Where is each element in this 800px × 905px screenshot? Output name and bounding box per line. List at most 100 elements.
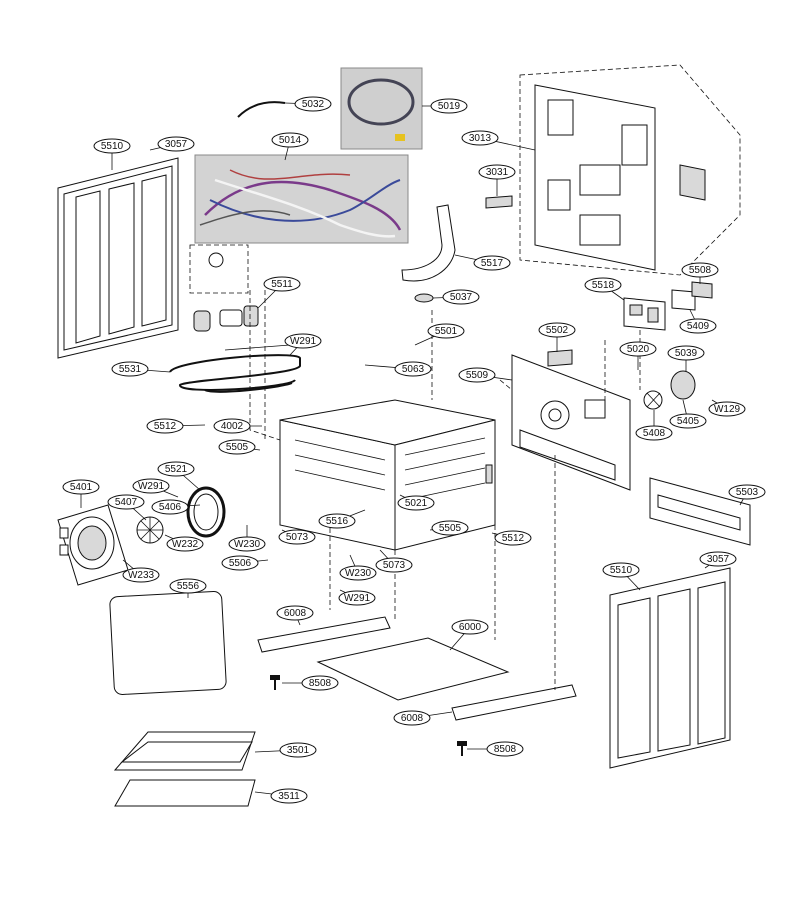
part-label-5531: 5531 [111,361,149,377]
side-panel-left-5510 [57,157,179,359]
part-label-5021: 5021 [397,495,435,511]
part-number-text: W291 [290,336,317,347]
part-number-text: 5406 [159,502,182,513]
part-label-5505: 5505 [218,439,256,455]
part-label-6008: 6008 [276,605,314,621]
part-number-text: 5502 [546,325,569,336]
rear-bracket-5503 [649,477,751,546]
fan-cover-5401 [57,504,129,586]
part-number-text: 4002 [221,421,244,432]
part-label-5505: 5505 [431,520,469,536]
part-label-5405: 5405 [669,413,707,429]
part-label-5032: 5032 [294,96,332,112]
part-label-w233: W233 [122,567,160,583]
part-number-text: 5509 [466,370,489,381]
part-number-text: 5501 [435,326,458,337]
part-label-w230: W230 [228,536,266,552]
part-number-text: 5508 [689,265,712,276]
part-label-w291: W291 [338,590,376,606]
part-number-text: 5512 [502,533,525,544]
convection-element-5521 [186,486,226,538]
part-label-5510: 5510 [93,138,131,154]
part-label-6008: 6008 [393,710,431,726]
part-label-5073: 5073 [278,529,316,545]
part-label-5517: 5517 [473,255,511,271]
part-number-text: 5556 [177,581,200,592]
convection-motor-5039 [643,370,696,410]
oven-cavity [279,399,496,551]
part-number-text: 8508 [309,678,332,689]
part-number-text: 5517 [481,258,504,269]
part-number-text: 5409 [687,321,710,332]
part-label-4002: 4002 [213,418,251,434]
broil-element-5531 [169,344,301,393]
rail-6008-lower [451,684,577,721]
part-number-text: 5521 [165,464,188,475]
part-label-6000: 6000 [451,619,489,635]
bottom-panel-6000 [316,637,510,701]
part-label-5516: 5516 [318,513,356,529]
part-label-5503: 5503 [728,484,766,500]
part-number-text: 5510 [101,141,124,152]
part-number-text: 5505 [226,442,249,453]
part-label-3013: 3013 [461,130,499,146]
part-label-5518: 5518 [584,277,622,293]
part-number-text: 5401 [70,482,93,493]
part-label-8508: 8508 [486,741,524,757]
part-number-text: 5506 [229,558,252,569]
rear-panel-3013 [519,64,741,276]
part-label-5556: 5556 [169,578,207,594]
part-label-5408: 5408 [635,425,673,441]
wire-photo-5019 [340,67,423,150]
part-number-text: 5019 [438,101,461,112]
part-label-5401: 5401 [62,479,100,495]
part-label-w230: W230 [339,565,377,581]
part-number-text: 8508 [494,744,517,755]
part-label-5502: 5502 [538,322,576,338]
part-number-text: 5032 [302,99,325,110]
part-label-3511: 3511 [270,788,308,804]
part-label-w291: W291 [132,478,170,494]
part-number-text: W129 [714,404,741,415]
part-label-5014: 5014 [271,132,309,148]
part-number-text: W291 [344,593,371,604]
part-number-text: W230 [345,568,372,579]
rail-6008-upper [257,616,391,653]
part-label-5019: 5019 [430,98,468,114]
part-label-5509: 5509 [458,367,496,383]
rack-3501 [113,731,256,771]
part-label-8508: 8508 [301,675,339,691]
door-gasket-5556 [109,591,227,695]
part-number-text: 5014 [279,135,302,146]
part-number-text: W233 [128,570,155,581]
part-number-text: 5503 [736,487,759,498]
rack-3511 [114,779,256,807]
part-label-5510: 5510 [602,562,640,578]
part-label-5521: 5521 [157,461,195,477]
part-label-5512: 5512 [494,530,532,546]
screw-8508-left [270,675,280,690]
part-label-3057: 3057 [157,136,195,152]
screw-8508-right [457,741,467,756]
part-number-text: 6008 [284,608,307,619]
bracket-5502 [547,349,573,367]
part-label-5063: 5063 [394,361,432,377]
part-label-5508: 5508 [681,262,719,278]
side-panel-right-5510 [609,567,731,769]
part-number-text: 5020 [627,344,650,355]
part-label-5409: 5409 [679,318,717,334]
lamp-5511 [189,244,259,332]
part-label-5501: 5501 [427,323,465,339]
part-number-text: 5531 [119,364,142,375]
part-number-text: 5512 [154,421,177,432]
wire-5032 [237,101,286,118]
grommet-5037 [414,293,434,303]
part-label-w232: W232 [166,536,204,552]
part-number-text: 5511 [271,279,293,290]
part-label-5020: 5020 [619,341,657,357]
part-number-text: 5073 [383,560,406,571]
part-label-5512: 5512 [146,418,184,434]
relay-board-5518 [623,281,713,331]
wire-harness-photo-5014 [194,154,409,244]
